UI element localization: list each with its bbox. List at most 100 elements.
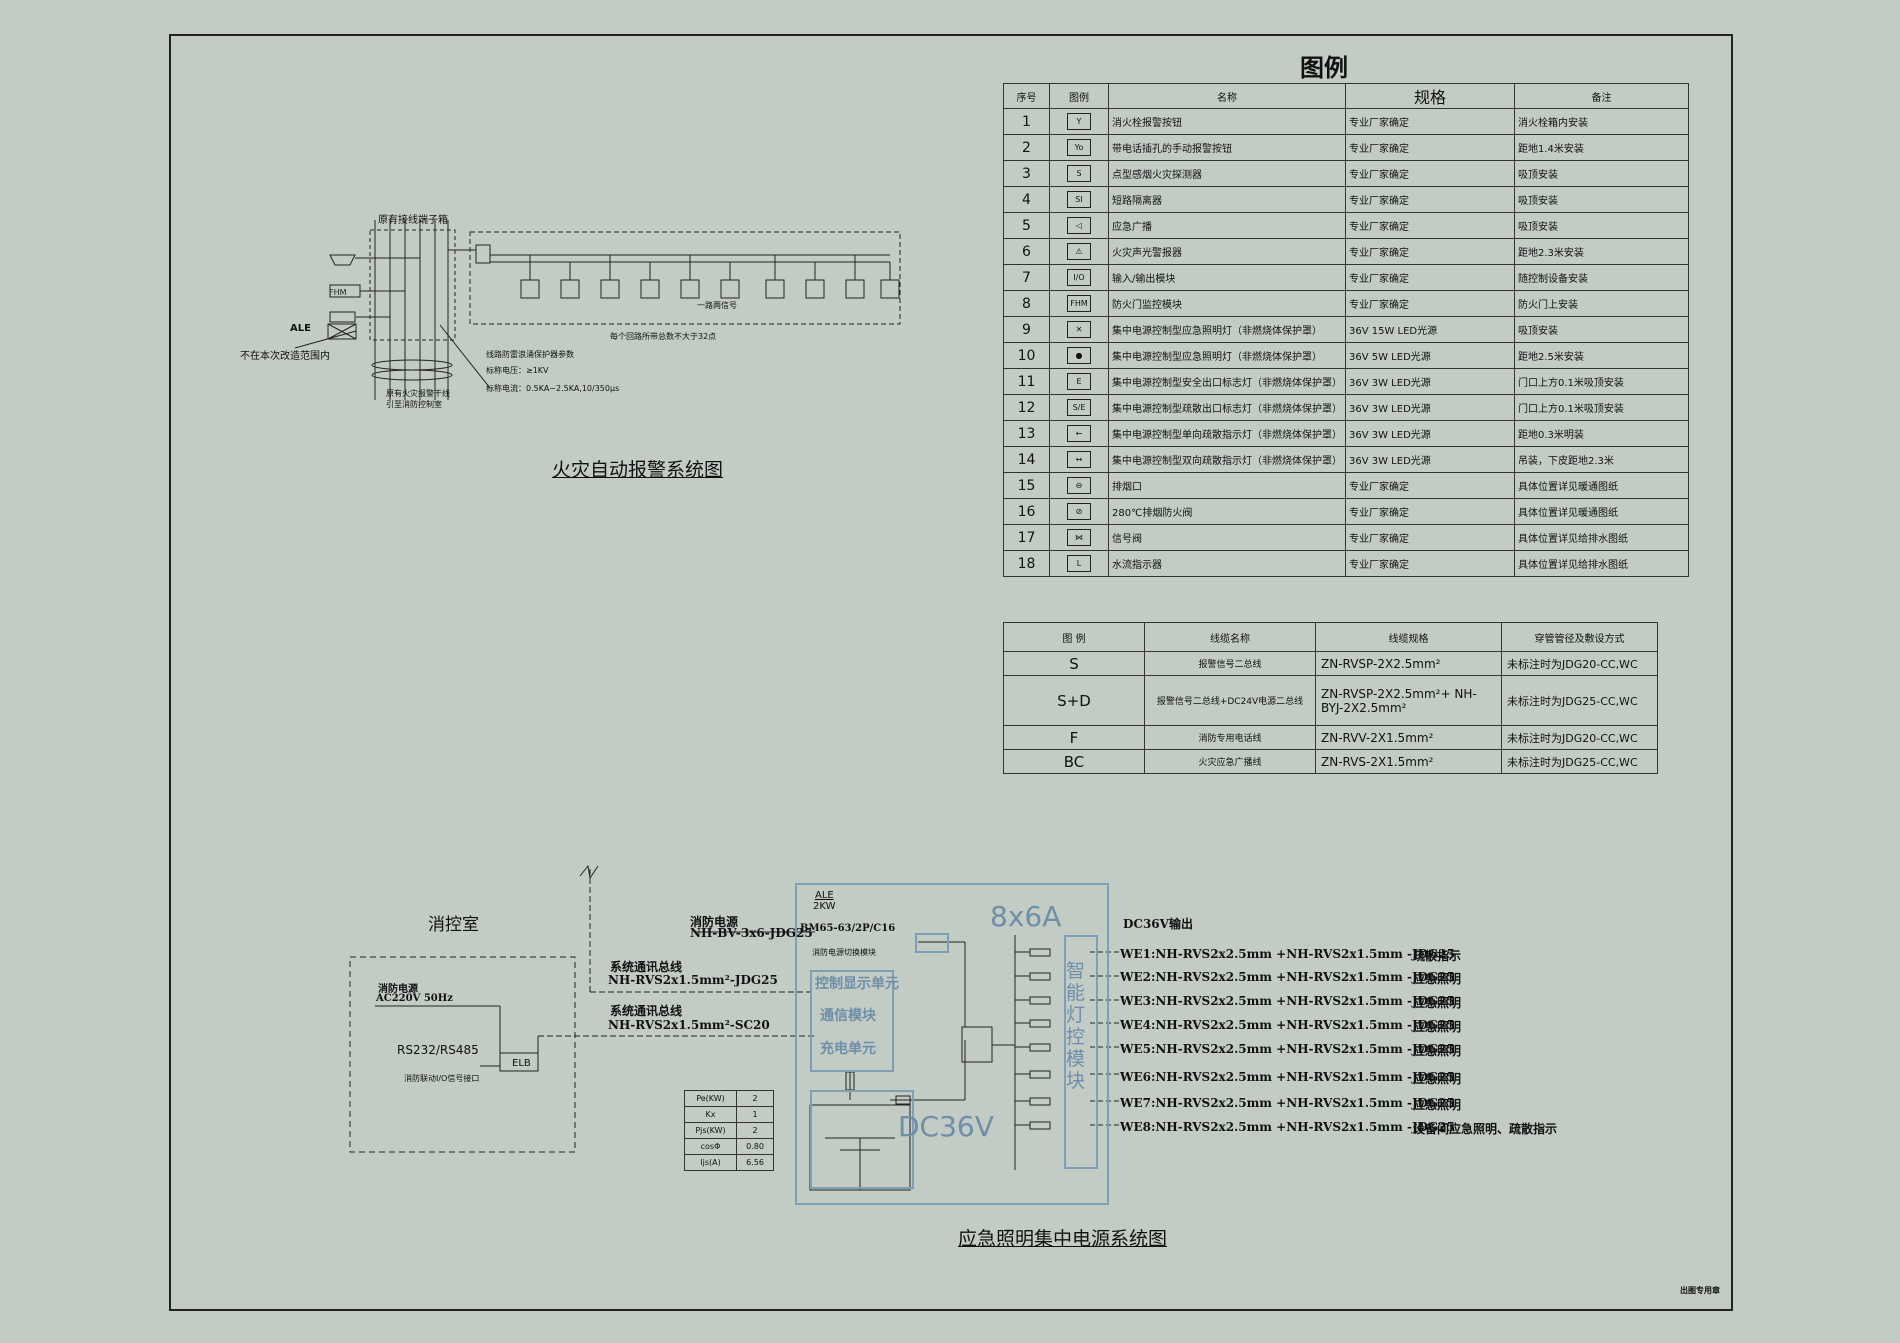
loop-note: 每个回路所带总数不大于32点 bbox=[610, 332, 717, 341]
cable-symbol: S bbox=[1003, 651, 1145, 676]
legend-spec: 专业厂家确定 bbox=[1345, 498, 1515, 525]
cable-header-name: 线缆名称 bbox=[1144, 622, 1316, 652]
legend-name: 集中电源控制型疏散出口标志灯（非燃烧体保护罩） bbox=[1108, 394, 1346, 421]
control-room-power-spec: AC220V 50Hz bbox=[376, 993, 453, 1004]
legend-symbol-cell: ⊖ bbox=[1049, 472, 1109, 499]
drawing-frame bbox=[169, 34, 1733, 1311]
legend-note: 吊装，下皮距地2.3米 bbox=[1514, 446, 1689, 473]
legend-symbol-cell: ◁ bbox=[1049, 212, 1109, 239]
legend-index: 10 bbox=[1003, 342, 1050, 369]
calc-row: Ijs(A)6.56 bbox=[684, 1154, 774, 1171]
legend-note: 门口上方0.1米吸顶安装 bbox=[1514, 394, 1689, 421]
trunk-note-2: 引至消防控制室 bbox=[386, 400, 442, 409]
legend-index: 8 bbox=[1003, 290, 1050, 317]
cable-symbol: BC bbox=[1003, 749, 1145, 774]
bus-2-title: 系统通讯总线 bbox=[610, 1004, 683, 1018]
legend-symbol-icon: ✕ bbox=[1067, 321, 1091, 338]
legend-index: 17 bbox=[1003, 524, 1050, 551]
legend-spec: 专业厂家确定 bbox=[1345, 238, 1515, 265]
legend-note: 随控制设备安装 bbox=[1514, 264, 1689, 291]
fire-alarm-title: 火灾自动报警系统图 bbox=[552, 459, 724, 481]
cable-spec: ZN-RVV-2X1.5mm² bbox=[1315, 725, 1502, 750]
legend-spec: 专业厂家确定 bbox=[1345, 186, 1515, 213]
legend-symbol-cell: ✕ bbox=[1049, 316, 1109, 343]
legend-spec: 36V 3W LED光源 bbox=[1345, 394, 1515, 421]
legend-name: 280℃排烟防火阀 bbox=[1108, 498, 1346, 525]
legend-symbol-icon: ↔ bbox=[1067, 451, 1091, 468]
legend-spec: 专业厂家确定 bbox=[1345, 108, 1515, 135]
legend-symbol-cell: E bbox=[1049, 368, 1109, 395]
output-circuit-use: 疏散指示 bbox=[1413, 949, 1462, 963]
legend-symbol-icon: E bbox=[1067, 373, 1091, 390]
legend-row: 14↔集中电源控制型双向疏散指示灯（非燃烧体保护罩）36V 3W LED光源吊装… bbox=[1003, 446, 1689, 473]
legend-index: 14 bbox=[1003, 446, 1050, 473]
legend-note: 距地1.4米安装 bbox=[1514, 134, 1689, 161]
legend-symbol-icon: S/E bbox=[1067, 399, 1091, 416]
cable-name: 火灾应急广播线 bbox=[1144, 749, 1316, 774]
legend-symbol-cell: ⊘ bbox=[1049, 498, 1109, 525]
module-caption: 一路两信号 bbox=[697, 301, 737, 310]
legend-header-index: 序号 bbox=[1003, 83, 1050, 109]
legend-symbol-cell: ↔ bbox=[1049, 446, 1109, 473]
legend-spec: 专业厂家确定 bbox=[1345, 550, 1515, 577]
legend-index: 4 bbox=[1003, 186, 1050, 213]
output-circuit-use: 设备间应急照明、疏散指示 bbox=[1413, 1122, 1558, 1136]
cable-header-symbol: 图 例 bbox=[1003, 622, 1145, 652]
control-display-group bbox=[810, 970, 894, 1072]
legend-note: 防火门上安装 bbox=[1514, 290, 1689, 317]
legend-note: 吸顶安装 bbox=[1514, 212, 1689, 239]
legend-row: 15⊖排烟口专业厂家确定具体位置详见暖通图纸 bbox=[1003, 472, 1689, 499]
legend-note: 具体位置详见暖通图纸 bbox=[1514, 498, 1689, 525]
legend-note: 距地2.3米安装 bbox=[1514, 238, 1689, 265]
legend-name: 信号阀 bbox=[1108, 524, 1346, 551]
legend-name: 排烟口 bbox=[1108, 472, 1346, 499]
legend-spec: 专业厂家确定 bbox=[1345, 134, 1515, 161]
trunk-note-1: 原有火灾报警干线 bbox=[386, 389, 450, 398]
bus-1-cable: NH-RVS2x1.5mm²-JDG25 bbox=[608, 973, 778, 987]
calc-value: 0.80 bbox=[736, 1138, 774, 1155]
legend-symbol-cell: L bbox=[1049, 550, 1109, 577]
legend-index: 5 bbox=[1003, 212, 1050, 239]
fire-power-feed-title: 消防电源 bbox=[690, 915, 739, 929]
legend-note: 具体位置详见给排水图纸 bbox=[1514, 524, 1689, 551]
legend-name: 输入/输出模块 bbox=[1108, 264, 1346, 291]
cable-symbol: F bbox=[1003, 725, 1145, 750]
cable-header-row: 图 例 线缆名称 线缆规格 穿管管径及敷设方式 bbox=[1003, 622, 1658, 652]
legend-note: 吸顶安装 bbox=[1514, 160, 1689, 187]
legend-name: 防火门监控模块 bbox=[1108, 290, 1346, 317]
legend-symbol-cell: S/E bbox=[1049, 394, 1109, 421]
emergency-diagram bbox=[349, 864, 1120, 1191]
legend-symbol-icon: Yo bbox=[1067, 139, 1091, 156]
terminal-box-label: 原有接线端子箱 bbox=[378, 215, 448, 226]
output-circuit-use: 应急照明 bbox=[1413, 1072, 1462, 1086]
bus-1-title: 系统通讯总线 bbox=[610, 960, 683, 974]
legend-symbol-icon: ← bbox=[1067, 425, 1091, 442]
cabinet-ale: ALE bbox=[815, 890, 834, 901]
calc-value: 6.56 bbox=[736, 1154, 774, 1171]
cable-name: 报警信号二总线 bbox=[1144, 651, 1316, 676]
legend-index: 15 bbox=[1003, 472, 1050, 499]
charging-unit: 充电单元 bbox=[820, 1041, 876, 1057]
legend-name: 集中电源控制型双向疏散指示灯（非燃烧体保护罩） bbox=[1108, 446, 1346, 473]
legend-name: 集中电源控制型安全出口标志灯（非燃烧体保护罩） bbox=[1108, 368, 1346, 395]
outputs-count: 8x6A bbox=[990, 900, 1062, 933]
cable-method: 未标注时为JDG20-CC,WC bbox=[1501, 725, 1658, 750]
legend-symbol-icon: SI bbox=[1067, 191, 1091, 208]
cabinet-power: 2KW bbox=[813, 901, 836, 912]
surge-current: 标称电流：0.5KA~2.5KA,10/350μs bbox=[486, 384, 620, 393]
ale-label: ALE bbox=[290, 323, 311, 334]
fire-alarm-device bbox=[720, 279, 740, 299]
legend-name: 短路隔离器 bbox=[1108, 186, 1346, 213]
legend-name: 火灾声光警报器 bbox=[1108, 238, 1346, 265]
legend-symbol-icon: ⚠ bbox=[1067, 243, 1091, 260]
fire-alarm-device bbox=[765, 279, 785, 299]
